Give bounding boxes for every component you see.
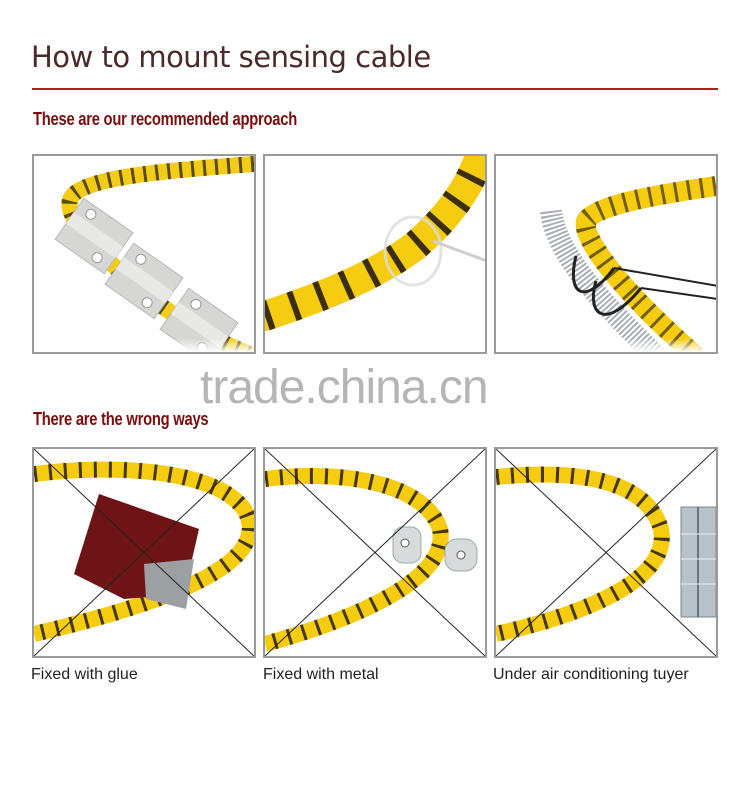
wrong-image-air-vent [494, 447, 718, 658]
image-fade [265, 338, 485, 352]
wrong-heading: There are the wrong ways [33, 409, 209, 429]
caption-metal: Fixed with metal [263, 666, 379, 683]
title-divider [32, 88, 718, 90]
page-title: How to mount sensing cable [31, 40, 431, 74]
cable-glue-illustration [34, 449, 254, 656]
recommended-image-conduit [494, 154, 718, 354]
cable-tie-illustration [265, 156, 485, 331]
caption-air-vent: Under air conditioning tuyer [493, 666, 689, 683]
recommended-image-tie [263, 154, 487, 354]
recommended-image-brackets [32, 154, 256, 354]
watermark: trade.china.cn [200, 361, 489, 414]
recommended-heading: These are our recommended approach [33, 109, 297, 129]
wrong-image-metal [263, 447, 487, 658]
wrong-image-glue [32, 447, 256, 658]
caption-glue: Fixed with glue [31, 666, 138, 683]
cable-air-vent-illustration [496, 449, 716, 656]
cable-conduit-illustration [540, 176, 716, 352]
cable-metal-clip-illustration [265, 449, 485, 656]
image-fade [34, 338, 254, 352]
image-fade [496, 338, 716, 352]
cable-bracket-illustration [54, 156, 254, 352]
